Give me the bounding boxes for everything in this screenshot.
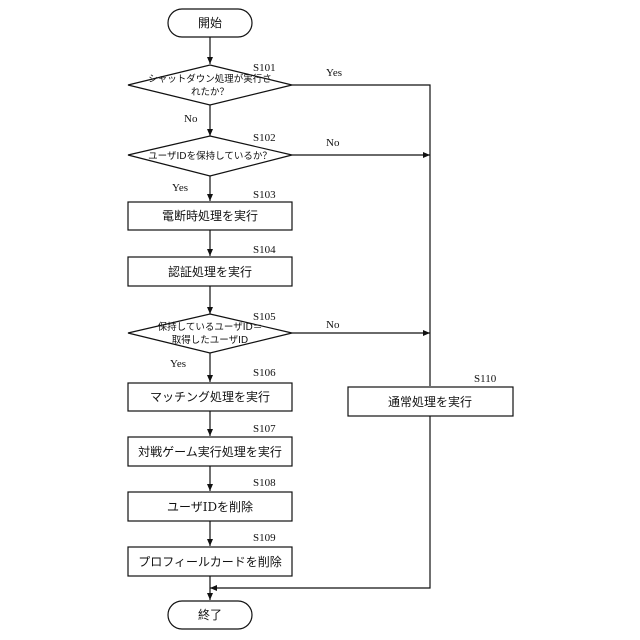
decision-s105-line2: 取得したユーザID (172, 334, 248, 346)
step-label-s101: S101 (253, 62, 276, 74)
start-label: 開始 (198, 16, 222, 30)
start-terminal: 開始 (168, 9, 252, 37)
step-label-s106: S106 (253, 367, 276, 379)
process-s110-label: 通常処理を実行 (388, 394, 472, 409)
process-s108-label: ユーザIDを削除 (167, 499, 253, 514)
decision-s105-no-label: No (326, 319, 340, 331)
end-label: 終了 (198, 607, 222, 622)
step-label-s108: S108 (253, 477, 276, 489)
connector-s101-yes-branch (292, 85, 430, 386)
decision-s101-yes-label: Yes (326, 67, 342, 79)
process-s104-label: 認証処理を実行 (168, 264, 252, 279)
decision-s102-no-label: No (326, 137, 340, 149)
process-s103-label: 電断時処理を実行 (162, 208, 258, 223)
decision-s102-line1: ユーザIDを保持しているか？ (148, 150, 272, 162)
decision-s105-yes-label: Yes (170, 358, 186, 370)
process-s107-label: 対戦ゲーム実行処理を実行 (138, 444, 282, 459)
decision-s102: ユーザIDを保持しているか？ S102 No Yes (128, 132, 340, 194)
decision-s101: シャットダウン処理が実行さ れたか？ S101 Yes No (128, 62, 342, 125)
step-label-s110: S110 (474, 373, 497, 385)
step-label-s103: S103 (253, 189, 276, 201)
decision-s101-no-label: No (184, 113, 198, 125)
step-label-s104: S104 (253, 244, 276, 256)
decision-s105: 保持しているユーザID＝ 取得したユーザID S105 No Yes (128, 311, 340, 370)
process-s106-label: マッチング処理を実行 (150, 389, 270, 404)
end-terminal: 終了 (168, 601, 252, 629)
decision-s101-line1: シャットダウン処理が実行さ (148, 73, 272, 85)
decision-s102-yes-label: Yes (172, 182, 188, 194)
process-s109-label: プロフィールカードを削除 (138, 554, 281, 569)
step-label-s109: S109 (253, 532, 276, 544)
step-label-s105: S105 (253, 311, 276, 323)
decision-s101-line2: れたか？ (191, 87, 229, 98)
step-label-s107: S107 (253, 423, 276, 435)
decision-s105-line1: 保持しているユーザID＝ (158, 321, 263, 333)
step-label-s102: S102 (253, 132, 276, 144)
